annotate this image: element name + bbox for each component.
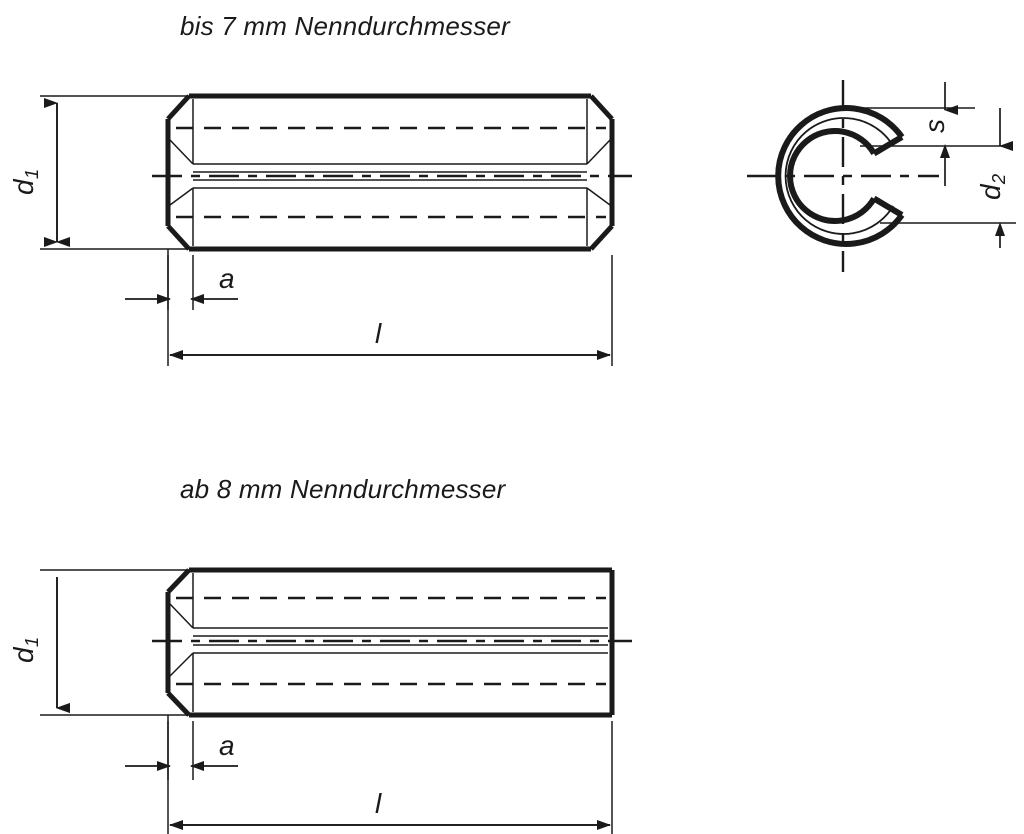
pin-bottom-chamfer-left-upper-inner <box>169 603 194 629</box>
label-d2: d2 <box>975 173 1010 200</box>
pin-top-chamfer-right-top <box>589 94 614 121</box>
caption-top: bis 7 mm Nenndurchmesser <box>180 11 510 41</box>
cross-section-dimension-s <box>843 82 1010 186</box>
pin-bottom-dimension-d1 <box>40 569 196 716</box>
label-a-bottom: a <box>219 730 235 761</box>
cross-section-middle-circle <box>784 117 894 235</box>
pin-top-chamfer-left-upper-inner <box>169 139 194 165</box>
pin-top-chamfer-right-bottom <box>589 224 614 251</box>
label-l-bottom: l <box>375 788 382 819</box>
cross-section-outer-ring <box>775 105 905 247</box>
label-l-top: l <box>375 318 382 349</box>
caption-bottom: ab 8 mm Nenndurchmesser <box>180 474 506 504</box>
d2-arrowhead-bottom <box>995 222 1005 236</box>
pin-bottom-chamfer-left-bottom <box>166 691 191 717</box>
pin-top-dimension-l <box>167 255 613 366</box>
s-arrowhead-bottom <box>940 144 950 158</box>
cross-section-dimension-d2 <box>880 108 1016 248</box>
pin-top-dimension-d1 <box>40 95 196 250</box>
pin-top-chamfer-left-bottom <box>166 224 191 251</box>
pin-bottom-chamfer-left-lower-inner <box>169 652 194 677</box>
label-d1-bottom: d1 <box>8 636 43 663</box>
pin-bottom-chamfer-left-top <box>166 568 191 594</box>
pin-top-chamfer-left-lower-inner <box>169 187 194 206</box>
label-d1-top: d1 <box>8 168 43 195</box>
pin-top-chamfer-right-upper-inner <box>586 139 611 165</box>
pin-bottom-dimension-l <box>167 721 613 834</box>
pin-top-chamfer-left-top <box>166 94 191 121</box>
pin-top-view <box>152 93 632 252</box>
label-a-top: a <box>219 263 235 294</box>
cross-section-gap-face-lower <box>872 195 904 218</box>
pin-bottom-view <box>152 567 632 718</box>
pin-top-chamfer-right-lower-inner <box>586 187 611 206</box>
label-s: s <box>919 119 950 133</box>
cross-section-view <box>747 80 939 272</box>
